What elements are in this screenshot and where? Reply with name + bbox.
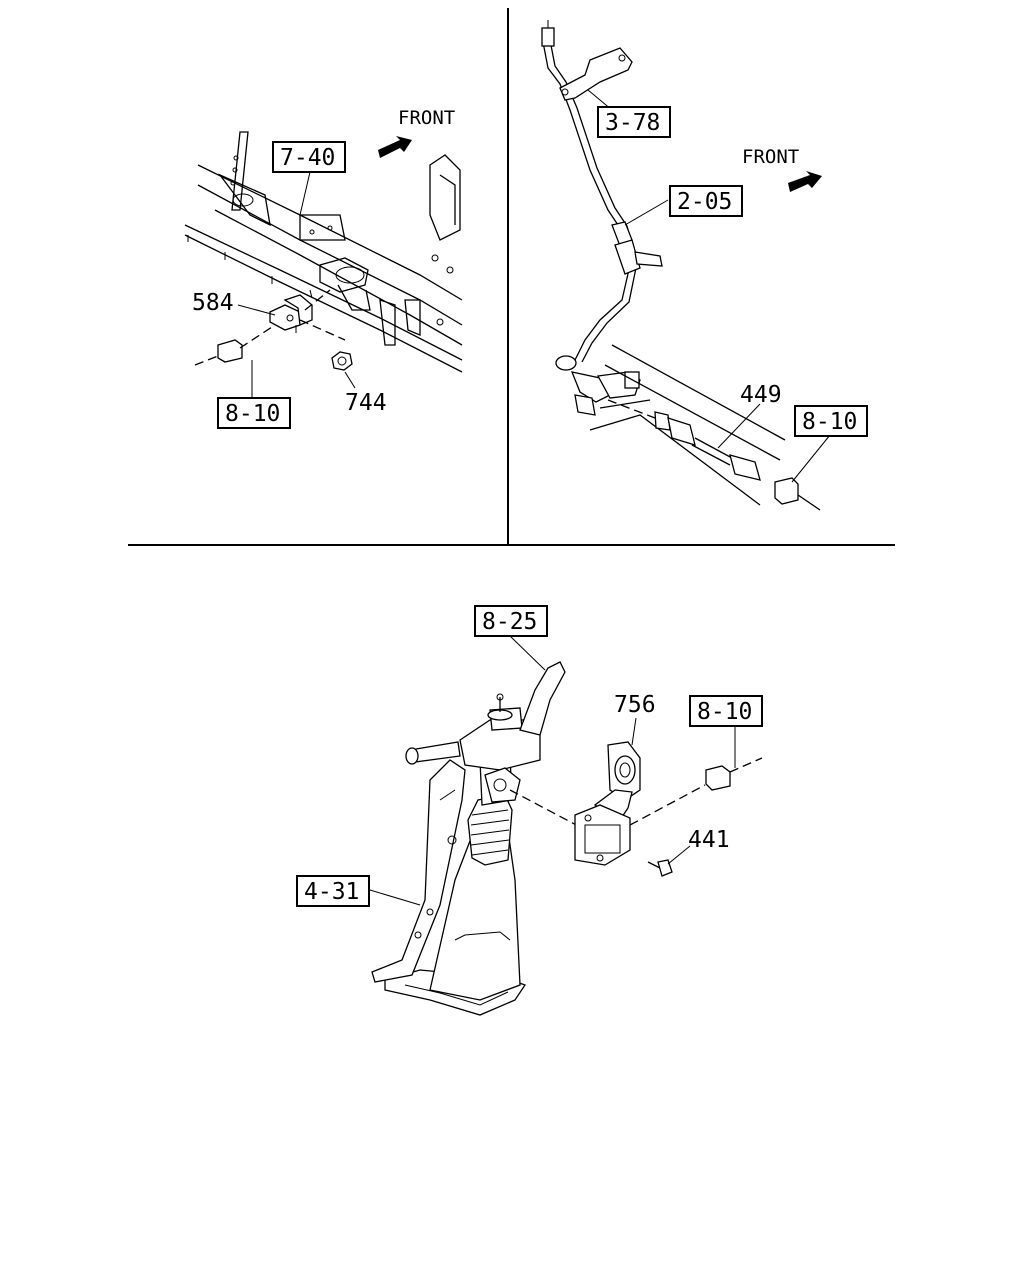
ref-box-8-25[interactable] [474, 605, 548, 637]
connector-right [774, 477, 821, 511]
front-arrow-left [378, 136, 412, 158]
top-right-panel: FRONT [541, 20, 868, 511]
ref-box-3-78[interactable] [597, 106, 671, 138]
leader-dash-744 [299, 319, 346, 341]
connector-left [194, 324, 276, 366]
part-label-449: 449 [740, 382, 782, 408]
ref-label-8-10-c[interactable]: 8-10 [697, 699, 752, 725]
part-label-756: 756 [614, 692, 656, 718]
pipe-bracket [559, 47, 633, 101]
ref-box-4-31[interactable] [296, 875, 370, 907]
part-756-switch [574, 741, 641, 866]
ref-box-2-05[interactable] [669, 185, 743, 217]
ref-label-8-25[interactable]: 8-25 [482, 609, 537, 635]
frame-cross-member [184, 131, 463, 373]
part-744-nut [331, 351, 353, 371]
front-label-left: FRONT [398, 107, 455, 129]
ref-label-2-05[interactable]: 2-05 [677, 189, 732, 215]
ref-box-8-10-a[interactable] [217, 397, 291, 429]
bottom-panel: 8-25 756 8-10 441 4-31 [296, 605, 763, 1016]
ref-label-8-10-a[interactable]: 8-10 [225, 401, 280, 427]
tee-fitting [611, 221, 663, 275]
part-584-switch [269, 294, 313, 333]
ref-label-8-10-b[interactable]: 8-10 [802, 409, 857, 435]
front-label-right: FRONT [742, 146, 799, 168]
ref-label-7-40[interactable]: 7-40 [280, 145, 335, 171]
brake-pipe [541, 20, 638, 363]
connector-bottom [705, 757, 763, 791]
steering-column [371, 661, 566, 1016]
part-label-744: 744 [345, 390, 387, 416]
pressure-fitting [555, 355, 641, 416]
part-441-screw [647, 859, 673, 877]
leader-dash-584-up [304, 289, 331, 311]
ref-label-4-31[interactable]: 4-31 [304, 879, 359, 905]
top-left-panel: FRONT [184, 107, 463, 429]
ref-box-7-40[interactable] [272, 141, 346, 173]
part-label-441: 441 [688, 827, 730, 853]
part-label-584: 584 [192, 290, 234, 316]
front-arrow-right [788, 171, 822, 192]
ref-label-3-78[interactable]: 3-78 [605, 110, 660, 136]
ref-box-8-10-c[interactable] [689, 695, 763, 727]
part-449-switch [607, 399, 761, 481]
ref-box-8-10-b[interactable] [794, 405, 868, 437]
